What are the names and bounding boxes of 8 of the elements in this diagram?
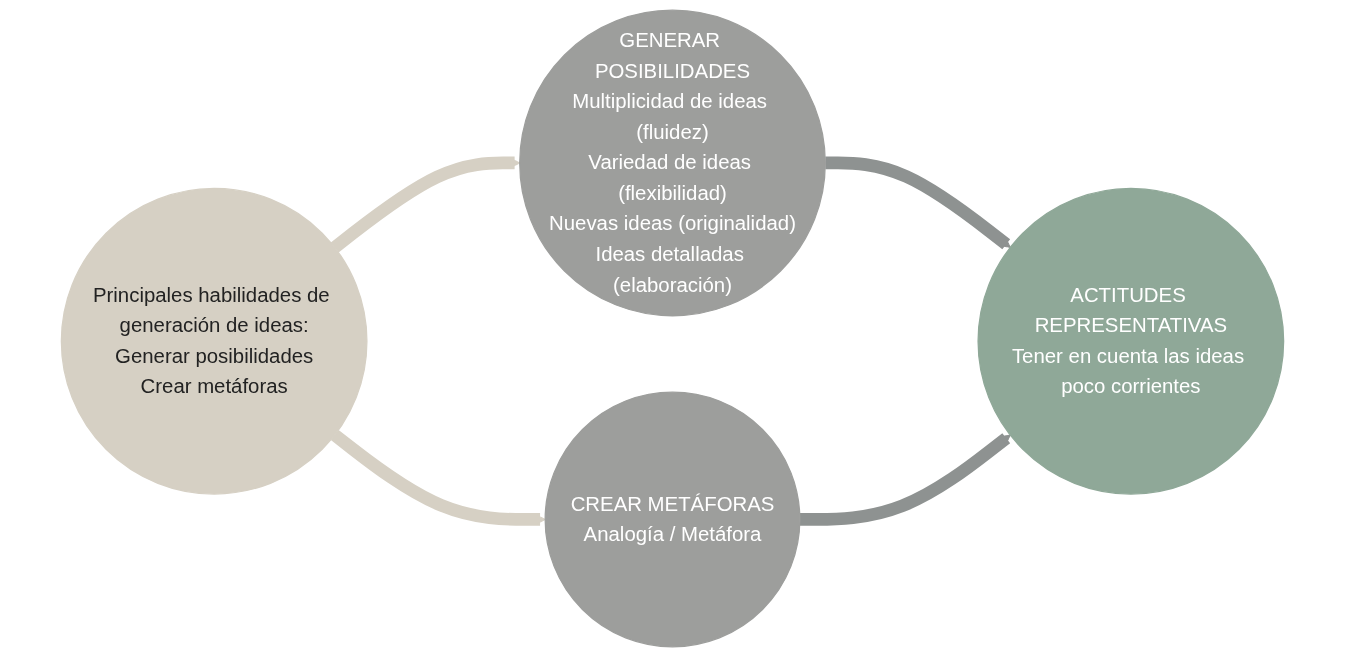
node-circle: Principales habilidades de generación de ideas: Generar posibilidades Crear metáforas: [60, 187, 368, 495]
node-circle: ACTITUDES REPRESENTATIVAS Tener en cuenta las ideas poco corrientes: [977, 187, 1285, 495]
arrow: [330, 156, 521, 253]
arrow: [799, 433, 1011, 526]
node-circle: GENERAR POSIBILIDADES Multiplicidad de ideas (fluidez) Variedad de ideas (flexibilidad) Nuevas ideas (originalidad) Ideas detalladas (elaboración): [519, 9, 826, 317]
node-circle: CREAR METÁFORAS Analogía / Metáfora: [544, 391, 801, 648]
arrow: [330, 430, 546, 526]
arrow: [825, 156, 1011, 250]
